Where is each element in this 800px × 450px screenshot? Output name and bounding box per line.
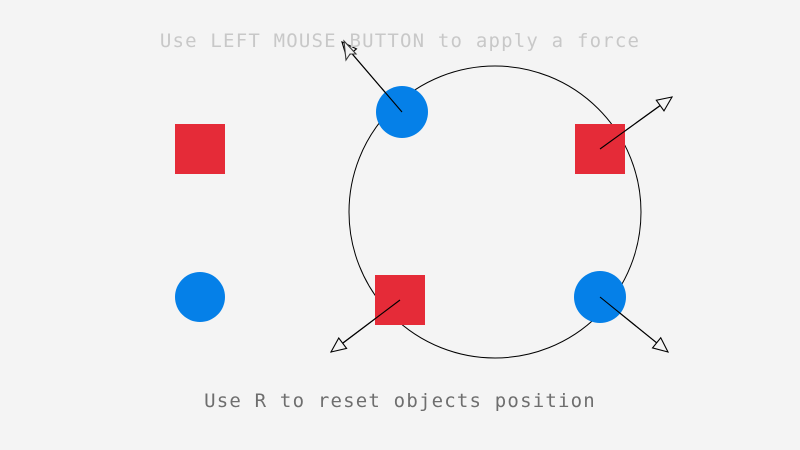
force-square-bottom-arrowhead xyxy=(329,336,348,353)
force-circle-bottom-right-arrowhead xyxy=(651,336,670,353)
cursor-arrow-icon xyxy=(343,39,358,62)
body-circle-left[interactable] xyxy=(175,272,225,322)
body-group xyxy=(175,86,626,325)
force-square-right-arrowhead xyxy=(655,96,674,112)
mouse-pointer-icon xyxy=(343,39,358,62)
body-square-left[interactable] xyxy=(175,124,225,174)
orbit-circle xyxy=(348,65,642,359)
